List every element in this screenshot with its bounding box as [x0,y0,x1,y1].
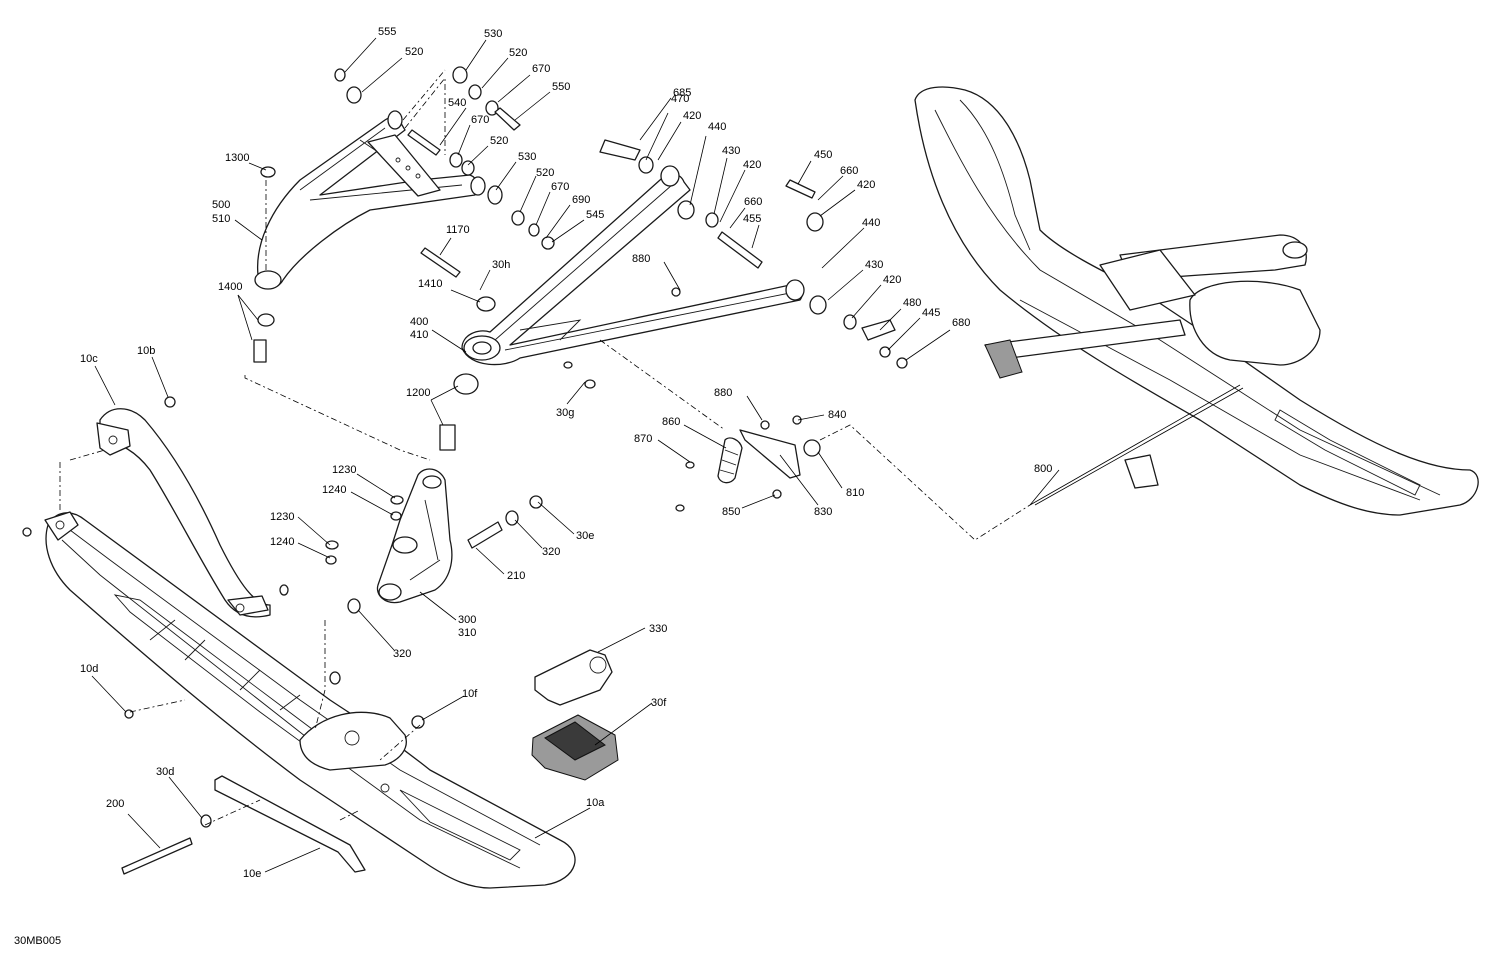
callout-400: 400 [410,316,428,328]
leader-lines [91,37,1060,873]
callout-870: 870 [634,433,652,445]
callout-210: 210 [507,570,525,582]
callout-545: 545 [586,209,604,221]
callout-800: 800 [1034,463,1052,475]
callout-200: 200 [106,798,124,810]
callout-410: 410 [410,329,428,341]
callout-520: 520 [490,135,508,147]
callout-300: 300 [458,614,476,626]
callout-1410: 1410 [418,278,442,290]
callout-480: 480 [903,297,921,309]
callout-10d: 10d [80,663,98,675]
callout-550: 550 [552,81,570,93]
callout-320: 320 [393,648,411,660]
callout-445: 445 [922,307,940,319]
callout-1400: 1400 [218,281,242,293]
callout-685: 685 [673,87,691,99]
callout-10e: 10e [243,868,261,880]
callout-1240: 1240 [270,536,294,548]
callout-420: 420 [683,110,701,122]
ski-right-assembled [914,86,1479,516]
diagram-reference-code: 30MB005 [14,935,61,947]
callout-840: 840 [828,409,846,421]
callout-420: 420 [743,159,761,171]
lower-a-arm [461,165,805,366]
callout-430: 430 [865,259,883,271]
callout-530: 530 [484,28,502,40]
callout-1300: 1300 [225,152,249,164]
callout-420: 420 [857,179,875,191]
callout-30h: 30h [492,259,510,271]
callout-830: 830 [814,506,832,518]
callout-555: 555 [378,26,396,38]
callout-470: 470 [671,93,689,105]
callout-labels: 555 520 530 520 670 550 540 670 520 1300… [14,26,1052,947]
callout-10a: 10a [586,797,605,809]
callout-330: 330 [649,623,667,635]
callout-320: 320 [542,546,560,558]
runner-carbide [214,775,366,873]
callout-1170: 1170 [446,224,470,236]
callout-880: 880 [714,387,732,399]
callout-520: 520 [536,167,554,179]
hardware-parts [22,66,908,875]
callout-510: 510 [212,213,230,225]
callout-450: 450 [814,149,832,161]
stabilizer-link [717,415,821,499]
callout-10c: 10c [80,353,98,365]
spindle [376,468,453,604]
ski-left [44,408,576,889]
callout-30e: 30e [576,530,594,542]
callout-440: 440 [708,121,726,133]
upper-a-arm [254,110,486,290]
callout-810: 810 [846,487,864,499]
callout-690: 690 [572,194,590,206]
callout-530: 530 [518,151,536,163]
callout-430: 430 [722,145,740,157]
callout-670: 670 [551,181,569,193]
callout-30f: 30f [651,697,667,709]
callout-850: 850 [722,506,740,518]
callout-540: 540 [448,97,466,109]
callout-880: 880 [632,253,650,265]
callout-1230: 1230 [332,464,356,476]
callout-1240: 1240 [322,484,346,496]
callout-420: 420 [883,274,901,286]
spindle-pad-330 [534,649,613,706]
callout-10f: 10f [462,688,478,700]
callout-310: 310 [458,627,476,639]
callout-670: 670 [471,114,489,126]
callout-660: 660 [744,196,762,208]
assembly-lines [59,69,1031,826]
callout-680: 680 [952,317,970,329]
callout-30g: 30g [556,407,574,419]
callout-10b: 10b [137,345,155,357]
callout-520: 520 [405,46,423,58]
callout-1230: 1230 [270,511,294,523]
callout-520: 520 [509,47,527,59]
callout-455: 455 [743,213,761,225]
callout-440: 440 [862,217,880,229]
callout-860: 860 [662,416,680,428]
callout-670: 670 [532,63,550,75]
callout-1200: 1200 [406,387,430,399]
callout-500: 500 [212,199,230,211]
callout-660: 660 [840,165,858,177]
callout-30d: 30d [156,766,174,778]
